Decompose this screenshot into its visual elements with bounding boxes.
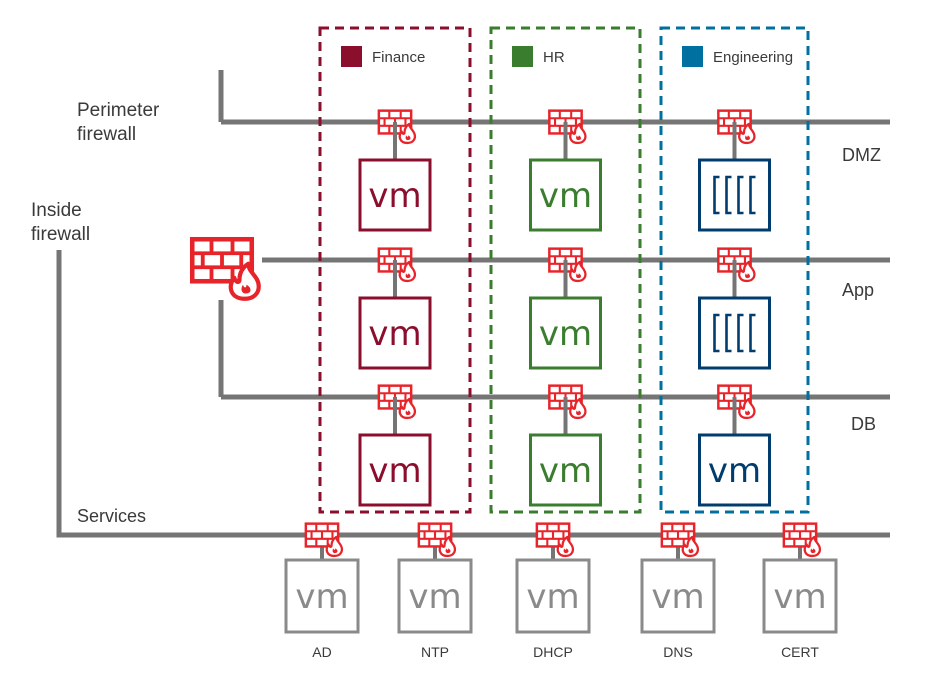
vm-icon [698, 433, 771, 507]
group-engineering-boundary [659, 26, 810, 514]
workloads: vm vm vm vm vm vm vm [358, 122, 771, 507]
group-finance-legend-swatch [341, 46, 362, 67]
firewall-icon-finance-db [377, 384, 417, 420]
engineering-dmz-workload [698, 158, 771, 232]
firewall-icon-inside [189, 236, 261, 301]
inside-firewall-label-line1: Inside [31, 200, 82, 221]
services-label: Services [77, 506, 146, 526]
group-engineering-legend-swatch [682, 46, 703, 67]
service-vm-dhcp: vm [515, 558, 591, 634]
hr-dmz-workload: vm [529, 158, 602, 232]
vm-icon [358, 158, 432, 232]
service-label-cert: CERT [781, 644, 819, 660]
service-label-dns: DNS [663, 644, 693, 660]
engineering-db-workload: vm [698, 433, 771, 507]
vm-label: vm [773, 577, 826, 617]
vm-icon [529, 296, 602, 370]
service-vm-ntp: vm [397, 558, 473, 634]
inside-firewall-line [56, 250, 890, 538]
vm-label: vm [539, 176, 592, 216]
vm-icon [515, 558, 591, 634]
container-icon [698, 296, 771, 370]
finance-app-workload: vm [358, 296, 432, 370]
vm-label: vm [539, 314, 592, 354]
firewall-icon-service-dns [660, 522, 700, 558]
group-finance-label: Finance [372, 49, 425, 66]
vm-icon [640, 558, 716, 634]
firewall-icon-service-dhcp [535, 522, 575, 558]
group-engineering-label: Engineering [713, 49, 793, 66]
service-vm-cert: vm [762, 558, 838, 634]
service-label-ad: AD [312, 644, 331, 660]
vm-label: vm [368, 451, 421, 491]
vm-icon [762, 558, 838, 634]
vm-label: vm [651, 577, 704, 617]
vm-label: vm [539, 451, 592, 491]
group-finance: Finance [318, 26, 472, 514]
vm-label: vm [295, 577, 348, 617]
perimeter-firewall-label-line2: firewall [77, 124, 136, 145]
container-icon [698, 158, 771, 232]
vm-icon [397, 558, 473, 634]
service-label-dhcp: DHCP [533, 644, 573, 660]
vm-label: vm [526, 577, 579, 617]
vm-icon [284, 558, 360, 634]
vm-label: vm [368, 314, 421, 354]
vm-label: vm [708, 451, 761, 491]
vm-label: vm [408, 577, 461, 617]
vm-icon [529, 158, 602, 232]
engineering-app-workload [698, 296, 771, 370]
hr-app-workload: vm [529, 296, 602, 370]
group-hr-boundary [489, 26, 642, 514]
firewalls [189, 109, 756, 420]
service-label-ntp: NTP [421, 644, 449, 660]
group-hr-legend-swatch [512, 46, 533, 67]
vm-icon [358, 296, 432, 370]
firewall-icon-service-ntp [417, 522, 457, 558]
tier-label-app: App [842, 280, 874, 300]
firewall-icon-service-cert [782, 522, 822, 558]
perimeter-firewall-label-line1: Perimeter [77, 100, 160, 121]
finance-dmz-workload: vm [358, 158, 432, 232]
tier-label-db: DB [851, 414, 876, 434]
group-engineering: Engineering [659, 26, 810, 514]
inside-firewall-label-line2: firewall [31, 224, 90, 245]
tier-label-dmz: DMZ [842, 145, 881, 165]
segment-groups: Finance HR Engineering [318, 26, 810, 514]
firewall-icon-service-ad [304, 522, 344, 558]
vm-icon [529, 433, 602, 507]
group-finance-boundary [318, 26, 472, 514]
vm-label: vm [368, 176, 421, 216]
service-vm-ad: vm [284, 558, 360, 634]
service-vm-dns: vm [640, 558, 716, 634]
vm-icon [358, 433, 432, 507]
finance-db-workload: vm [358, 433, 432, 507]
firewall-icon-engineering-app [717, 247, 756, 283]
group-hr-label: HR [543, 49, 565, 66]
group-hr: HR [489, 26, 642, 514]
hr-db-workload: vm [529, 433, 602, 507]
